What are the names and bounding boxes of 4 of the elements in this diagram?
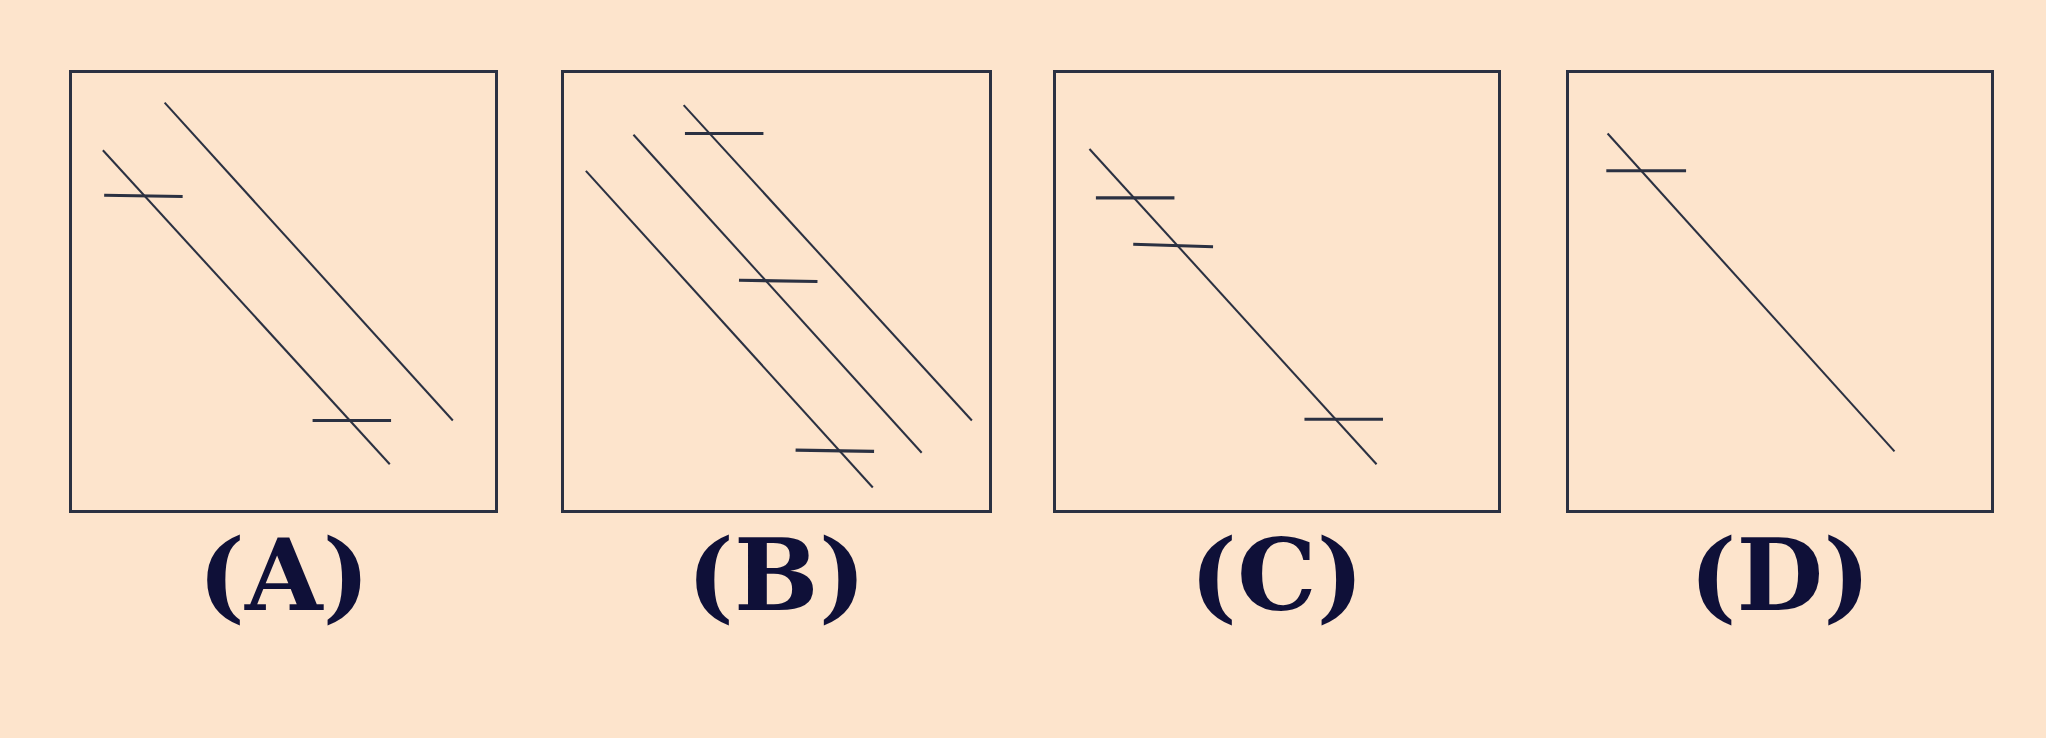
option-label: (D) <box>1689 524 1871 625</box>
option-label: (A) <box>197 524 370 625</box>
option-label: (B) <box>686 524 866 625</box>
option-label: (C) <box>1189 524 1364 625</box>
